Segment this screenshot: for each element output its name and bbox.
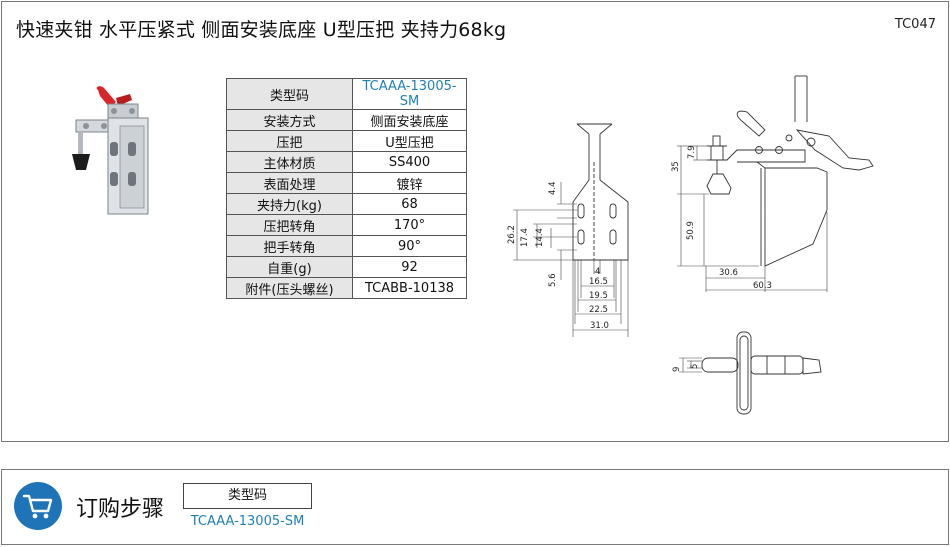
spec-value: 170° <box>352 214 467 236</box>
spec-key: 把手转角 <box>226 235 353 257</box>
type-code-value[interactable]: TCAAA-13005-SM <box>190 514 305 529</box>
product-code: TC047 <box>894 17 936 32</box>
dim-front-h5: 31.0 <box>590 321 609 331</box>
dim-front-v1: 4.4 <box>548 181 558 195</box>
spec-value: 90° <box>352 235 467 257</box>
product-panel: 快速夹钳 水平压紧式 侧面安装底座 U型压把 夹持力68kg TC047 类型码… <box>1 1 949 442</box>
type-code-label-box: 类型码 <box>183 483 312 509</box>
dim-front-h4: 22.5 <box>589 305 608 315</box>
dim-side-v3: 50.9 <box>686 221 696 240</box>
spec-value: 镀锌 <box>352 172 467 194</box>
technical-drawing: 4.4 26.2 17.4 14.4 5.6 4 16.5 19.5 22.5 … <box>507 75 874 415</box>
dim-front-h1: 4 <box>595 267 600 277</box>
spec-value: U型压把 <box>352 130 467 152</box>
spec-key: 自重(g) <box>226 256 353 278</box>
spec-value: 侧面安装底座 <box>352 109 467 131</box>
spec-row: 夹持力(kg)68 <box>226 193 467 215</box>
dim-side-v2: 7.9 <box>687 145 697 159</box>
dim-front-v4: 14.4 <box>535 228 545 247</box>
spec-value: SS400 <box>352 151 467 173</box>
spec-row: 附件(压头螺丝)TCABB-10138 <box>226 277 467 299</box>
dim-side-v1: 35 <box>671 161 681 172</box>
spec-row: 自重(g)92 <box>226 256 467 278</box>
spec-key: 附件(压头螺丝) <box>226 277 353 299</box>
spec-value: 68 <box>352 193 467 215</box>
spec-key: 压把 <box>226 130 353 152</box>
product-photo <box>72 86 149 215</box>
dim-front-v2: 26.2 <box>507 225 517 244</box>
dim-front-h2: 16.5 <box>589 277 608 287</box>
order-steps-title: 订购步骤 <box>76 497 165 522</box>
dim-front-v3: 17.4 <box>520 228 530 247</box>
spec-value: 92 <box>352 256 467 278</box>
spec-key: 压把转角 <box>226 214 353 236</box>
spec-value: TCABB-10138 <box>352 277 467 299</box>
order-panel: 订购步骤 类型码 TCAAA-13005-SM <box>1 469 949 545</box>
cart-icon <box>14 482 62 530</box>
dim-front-v5: 5.6 <box>548 273 558 287</box>
spec-row: 安装方式侧面安装底座 <box>226 109 467 131</box>
dim-side-h2: 60.3 <box>753 281 772 291</box>
dim-side-h1: 30.6 <box>719 268 738 278</box>
dim-top-v1: 9 <box>672 367 682 372</box>
spec-key: 类型码 <box>226 78 353 110</box>
spec-key: 表面处理 <box>226 172 353 194</box>
spec-key: 主体材质 <box>226 151 353 173</box>
spec-key: 安装方式 <box>226 109 353 131</box>
spec-value[interactable]: TCAAA-13005-SM <box>352 78 467 110</box>
dim-front-h3: 19.5 <box>589 291 608 301</box>
page-title: 快速夹钳 水平压紧式 侧面安装底座 U型压把 夹持力68kg <box>16 19 507 41</box>
spec-key: 夹持力(kg) <box>226 193 353 215</box>
spec-row: 表面处理镀锌 <box>226 172 467 194</box>
dim-top-v2: 5 <box>690 364 700 369</box>
